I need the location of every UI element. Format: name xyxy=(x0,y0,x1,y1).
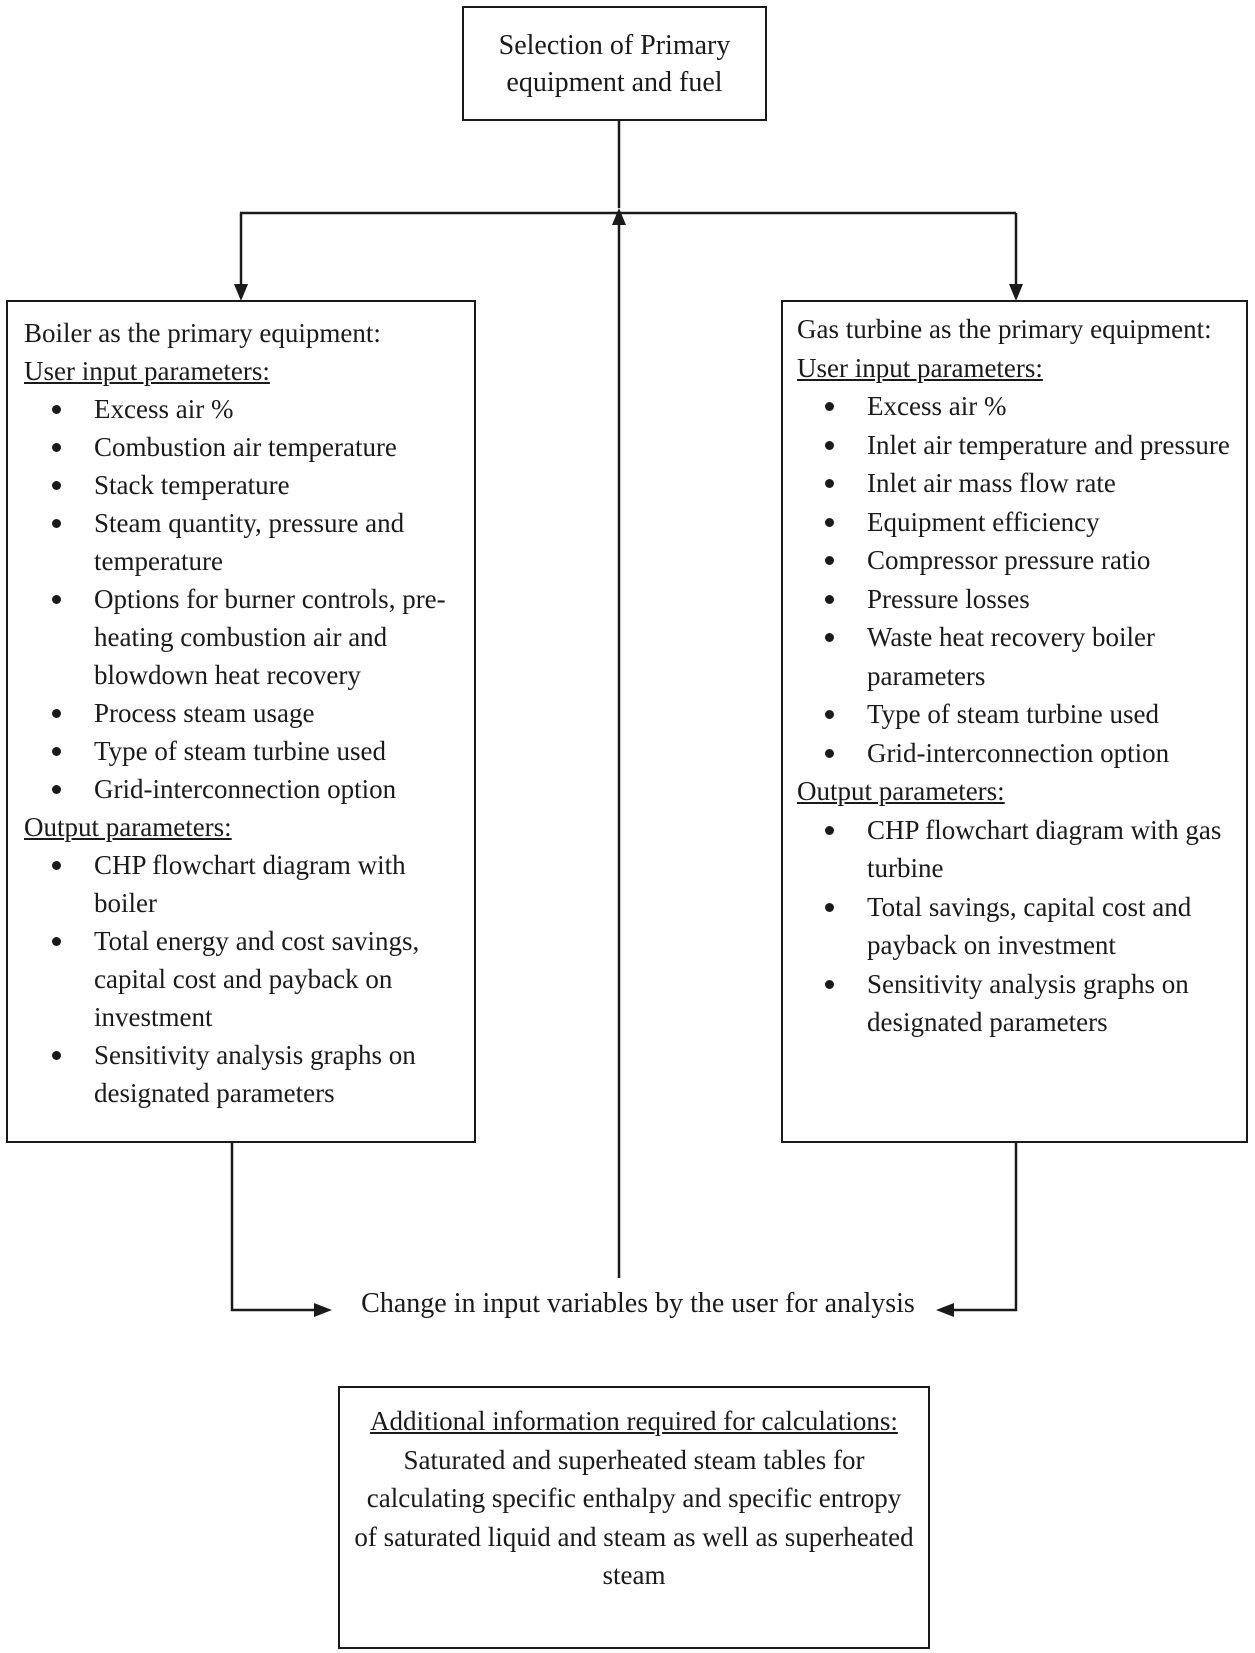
gas-turbine-output-list: CHP flowchart diagram with gas turbine T… xyxy=(797,811,1238,1042)
list-item: Total energy and cost savings, capital c… xyxy=(52,922,464,1036)
boiler-input-title: User input parameters: xyxy=(24,356,270,386)
list-item: Total savings, capital cost and payback … xyxy=(825,888,1238,965)
list-item: Excess air % xyxy=(825,387,1238,426)
boiler-output-title: Output parameters: xyxy=(24,812,232,842)
list-item: Combustion air temperature xyxy=(52,428,464,466)
list-item: CHP flowchart diagram with boiler xyxy=(52,846,464,922)
list-item: Grid-interconnection option xyxy=(52,770,464,808)
list-item: Inlet air temperature and pressure xyxy=(825,426,1238,465)
boiler-box: Boiler as the primary equipment: User in… xyxy=(6,300,476,1143)
list-item: Pressure losses xyxy=(825,580,1238,619)
list-item: Stack temperature xyxy=(52,466,464,504)
arrowhead-feedback-up xyxy=(612,208,626,225)
primary-selection-box: Selection of Primary equipment and fuel xyxy=(462,6,767,121)
list-item: Sensitivity analysis graphs on designate… xyxy=(825,965,1238,1042)
list-item: Process steam usage xyxy=(52,694,464,732)
arrowhead-left-down xyxy=(234,284,248,301)
list-item: Sensitivity analysis graphs on designate… xyxy=(52,1036,464,1112)
change-input-label: Change in input variables by the user fo… xyxy=(361,1288,915,1319)
list-item: Steam quantity, pressure and temperature xyxy=(52,504,464,580)
list-item: Type of steam turbine used xyxy=(52,732,464,770)
list-item: Options for burner controls, pre-heating… xyxy=(52,580,464,694)
boiler-heading: Boiler as the primary equipment: xyxy=(24,318,381,348)
list-item: Excess air % xyxy=(52,390,464,428)
boiler-input-list: Excess air % Combustion air temperature … xyxy=(24,390,464,808)
gas-turbine-heading: Gas turbine as the primary equipment: xyxy=(797,314,1212,344)
list-item: Inlet air mass flow rate xyxy=(825,464,1238,503)
arrowhead-left-return xyxy=(314,1303,332,1317)
gas-turbine-output-title: Output parameters: xyxy=(797,776,1005,806)
list-item: Equipment efficiency xyxy=(825,503,1238,542)
connector-right-return xyxy=(952,1143,1018,1312)
gas-turbine-input-title: User input parameters: xyxy=(797,352,1043,383)
list-item: Grid-interconnection option xyxy=(825,734,1238,773)
list-item: CHP flowchart diagram with gas turbine xyxy=(825,811,1238,888)
gas-turbine-input-list: Excess air % Inlet air temperature and p… xyxy=(797,387,1238,772)
list-item: Type of steam turbine used xyxy=(825,695,1238,734)
additional-info-title: Additional information required for calc… xyxy=(370,1406,898,1436)
additional-info-box: Additional information required for calc… xyxy=(338,1386,930,1649)
connector-left-return xyxy=(230,1143,316,1312)
arrowhead-right-down xyxy=(1009,284,1023,301)
boiler-output-list: CHP flowchart diagram with boiler Total … xyxy=(24,846,464,1112)
gas-turbine-box: Gas turbine as the primary equipment: Us… xyxy=(781,300,1248,1143)
primary-selection-text: Selection of Primary equipment and fuel xyxy=(498,29,731,98)
additional-info-body: Saturated and superheated steam tables f… xyxy=(354,1444,914,1591)
arrowhead-right-return xyxy=(936,1303,954,1317)
list-item: Waste heat recovery boiler parameters xyxy=(825,618,1238,695)
list-item: Compressor pressure ratio xyxy=(825,541,1238,580)
